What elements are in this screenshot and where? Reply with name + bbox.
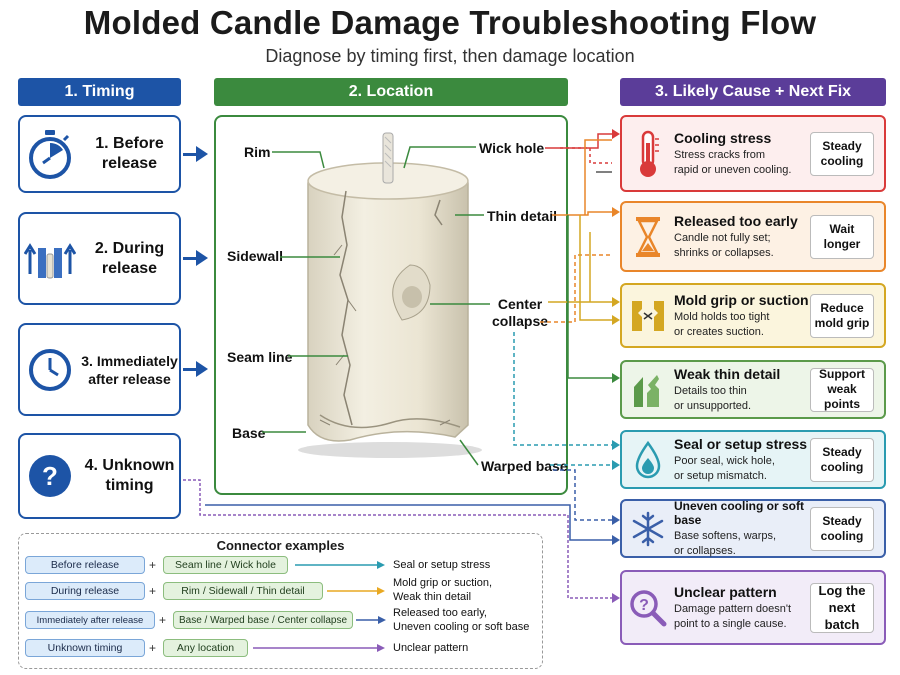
legend-timing-pill: Unknown timing (25, 639, 145, 657)
location-thin-detail[interactable]: Thin detail (487, 208, 557, 224)
plus-icon: + (149, 558, 157, 572)
cause-title: Weak thin detail (674, 365, 781, 382)
timing-label: 3. Immediately after release (81, 352, 178, 387)
stopwatch-icon (20, 128, 80, 180)
legend-timing-pill: Immediately after release (25, 611, 155, 629)
question-icon: ? (20, 453, 80, 499)
cause-description: Poor seal, wick hole,or setup mismatch. (674, 454, 775, 482)
timing-unknown[interactable]: ? 4. Unknown timing (18, 433, 181, 519)
cause-column-header: 3. Likely Cause + Next Fix (620, 78, 886, 106)
arrow-right-icon (295, 561, 385, 569)
hourglass-icon (622, 215, 674, 259)
legend-result: Seal or setup stress (393, 559, 491, 571)
legend-result: Unclear pattern (393, 642, 469, 654)
timing-label: 4. Unknown timing (84, 457, 175, 494)
plus-icon: + (149, 641, 157, 655)
page-title: Molded Candle Damage Troubleshooting Flo… (83, 4, 817, 41)
thermometer-icon (622, 129, 674, 179)
timing-before-release[interactable]: 1. Before release (18, 115, 181, 193)
snowflake-icon (622, 511, 674, 547)
magnifier-question-icon: ? (622, 588, 674, 628)
timing-column-header: 1. Timing (18, 78, 181, 106)
location-sidewall[interactable]: Sidewall (227, 248, 284, 264)
location-wick-hole[interactable]: Wick hole (479, 140, 545, 156)
legend-location-pill: Any location (163, 639, 248, 657)
timing-arrow-line (183, 368, 197, 371)
timing-arrow-line (183, 257, 197, 260)
cause-description: Base softens, warps,or collapses. (674, 529, 777, 557)
timing-arrow-line (183, 153, 197, 156)
arrow-right-icon (327, 587, 385, 595)
candle-illustration (298, 132, 482, 458)
page-subtitle: Diagnose by timing first, then damage lo… (265, 46, 635, 66)
location-column-header: 2. Location (214, 78, 568, 106)
timing-during-release[interactable]: 2. During release (18, 212, 181, 305)
legend-result: Released too early,Uneven cooling or sof… (393, 607, 530, 633)
location-base[interactable]: Base (232, 425, 266, 441)
location-seam-line[interactable]: Seam line (227, 349, 293, 365)
arrow-right-icon (253, 644, 385, 652)
timing-label: 2. During release (94, 239, 165, 277)
legend-title: Connector examples (216, 538, 345, 553)
svg-text:?: ? (639, 597, 649, 614)
cause-title: Uneven cooling or soft base (674, 498, 805, 527)
legend-result: Mold grip or suction,Weak thin detail (393, 577, 493, 603)
timing-label: 1. Before release (95, 135, 164, 172)
arrow-right-icon (196, 250, 208, 266)
legend-timing-pill: Before release (25, 556, 145, 574)
connector-legend: Connector examples Before release + Seam… (18, 533, 543, 669)
clock-icon (20, 347, 80, 393)
mold-release-icon (20, 234, 80, 284)
cause-title: Seal or setup stress (674, 435, 808, 452)
plus-icon: + (149, 584, 157, 598)
legend-location-pill: Seam line / Wick hole (163, 556, 288, 574)
timing-immediately-after-release[interactable]: 3. Immediately after release (18, 323, 181, 416)
location-warped-base[interactable]: Warped base (481, 458, 568, 474)
plus-icon: + (159, 613, 167, 627)
mold-grip-icon (622, 297, 674, 335)
arrow-right-icon (196, 361, 208, 377)
cause-title: Unclear pattern (674, 583, 777, 600)
legend-timing-pill: During release (25, 582, 145, 600)
cause-title: Cooling stress (674, 129, 772, 146)
broken-detail-icon (622, 371, 674, 409)
cause-description: Candle not fully set;shrinks or collapse… (674, 231, 774, 259)
legend-location-pill: Base / Warped base / Center collapse (173, 611, 353, 629)
arrow-right-icon (196, 146, 208, 162)
cause-title: Released too early (674, 212, 798, 229)
arrow-right-icon (356, 616, 386, 624)
drop-icon (622, 440, 674, 480)
cause-title: Mold grip or suction (674, 291, 809, 308)
svg-text:?: ? (42, 461, 58, 491)
location-rim[interactable]: Rim (244, 144, 271, 160)
legend-location-pill: Rim / Sidewall / Thin detail (163, 582, 323, 600)
